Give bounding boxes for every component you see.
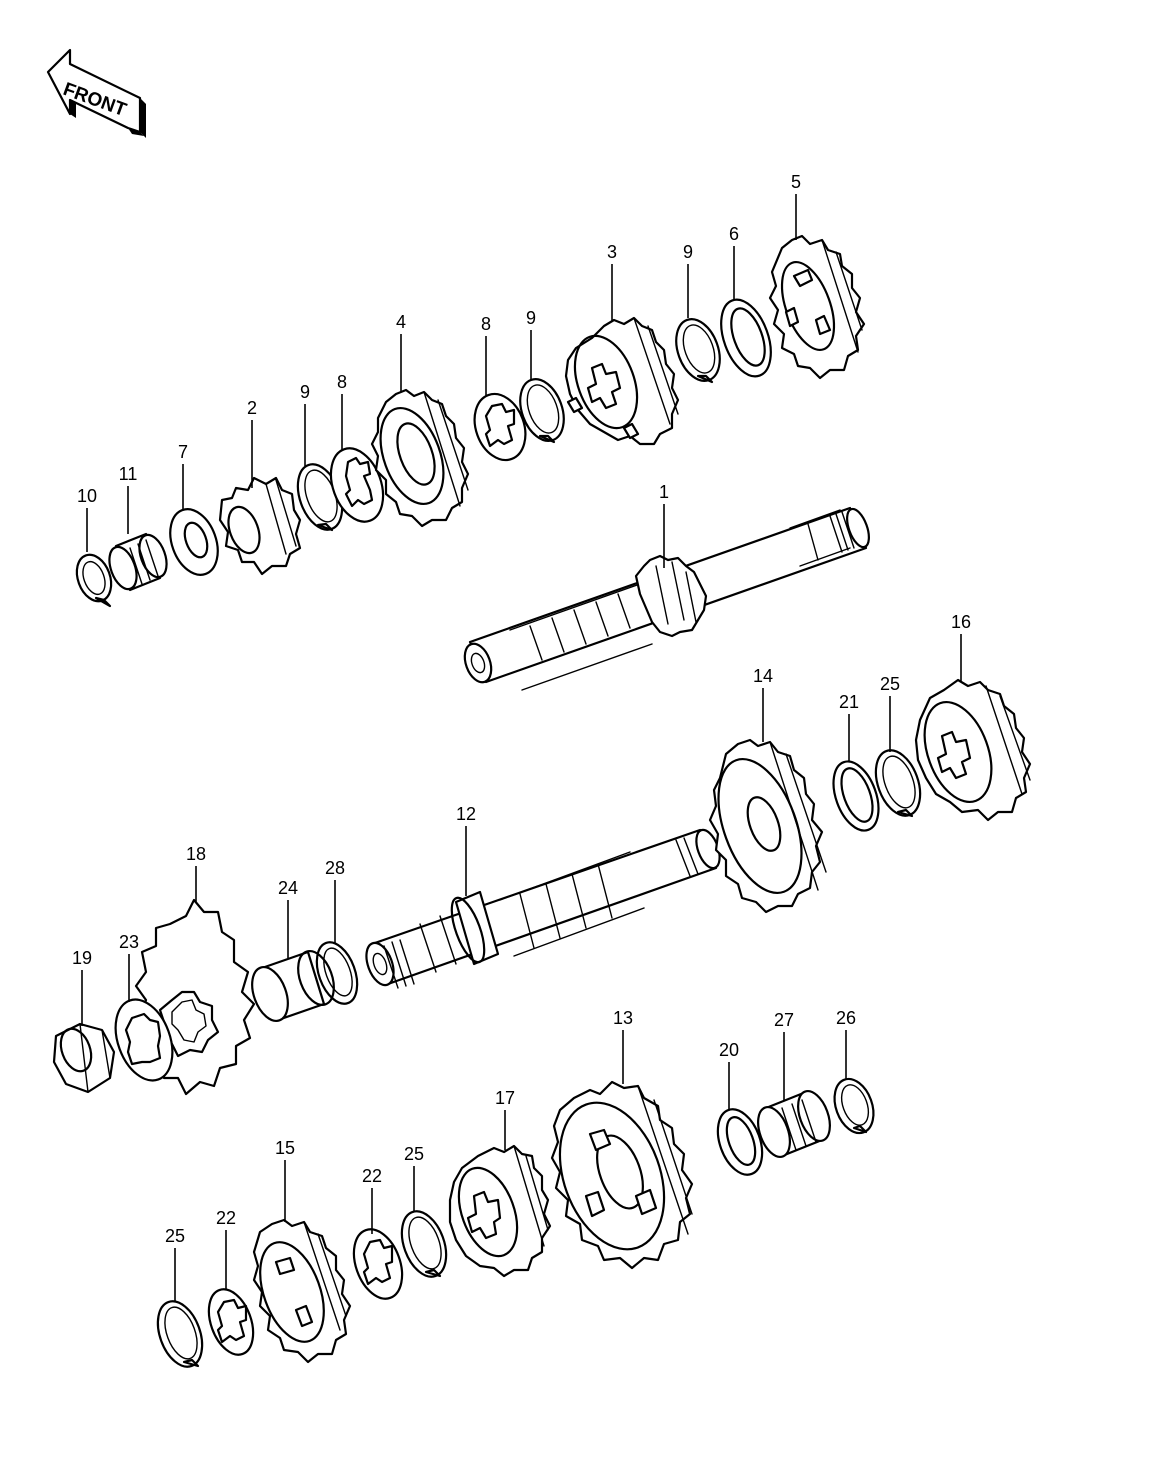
- part-22a-splined-washer: [352, 1228, 404, 1300]
- label-part-22a: 22: [362, 1166, 382, 1186]
- label-part-8b: 8: [481, 314, 491, 334]
- part-28-circlip: [315, 941, 359, 1005]
- part-4-gear: [370, 388, 470, 528]
- part-6-washer: [720, 298, 772, 378]
- part-16-gear: [914, 678, 1032, 822]
- label-part-28: 28: [325, 858, 345, 878]
- label-part-23: 23: [119, 932, 139, 952]
- part-25b-circlip: [400, 1210, 448, 1278]
- part-5-gear: [768, 234, 866, 380]
- label-part-25a: 25: [880, 674, 900, 694]
- label-part-6: 6: [729, 224, 739, 244]
- part-12-output-shaft: [365, 828, 721, 989]
- label-part-22b: 22: [216, 1208, 236, 1228]
- label-part-7: 7: [178, 442, 188, 462]
- label-part-19: 19: [72, 948, 92, 968]
- part-2-gear: [218, 476, 302, 576]
- label-part-14: 14: [753, 666, 773, 686]
- label-part-12: 12: [456, 804, 476, 824]
- part-10-circlip: [75, 553, 113, 608]
- label-part-4: 4: [396, 312, 406, 332]
- part-21-washer: [832, 760, 880, 832]
- label-part-25b: 25: [404, 1144, 424, 1164]
- label-part-9b: 9: [526, 308, 536, 328]
- part-25a-circlip: [874, 749, 922, 818]
- part-3-gear: [564, 316, 680, 446]
- part-19-nut: [52, 1022, 116, 1094]
- label-part-24: 24: [278, 878, 298, 898]
- part-labels: 1 2 3 4 5 6 7 8 8 9 9 9 10 11 12 13 14: [72, 172, 971, 1302]
- part-20-washer: [716, 1108, 764, 1176]
- part-1-gear: [634, 554, 708, 638]
- label-part-26: 26: [836, 1008, 856, 1028]
- label-part-1: 1: [659, 482, 669, 502]
- label-part-9a: 9: [300, 382, 310, 402]
- part-7-washer: [169, 508, 219, 576]
- label-part-13: 13: [613, 1008, 633, 1028]
- label-part-15: 15: [275, 1138, 295, 1158]
- part-15-gear: [252, 1218, 352, 1364]
- label-part-10: 10: [77, 486, 97, 506]
- label-part-2: 2: [247, 398, 257, 418]
- label-part-9c: 9: [683, 242, 693, 262]
- label-part-18: 18: [186, 844, 206, 864]
- part-8b-splined-washer: [473, 392, 527, 462]
- label-part-8a: 8: [337, 372, 347, 392]
- part-24-collar: [251, 950, 335, 1022]
- label-part-21: 21: [839, 692, 859, 712]
- label-part-5: 5: [791, 172, 801, 192]
- label-part-16: 16: [951, 612, 971, 632]
- part-17-gear: [448, 1144, 552, 1278]
- part-27-needle-bearing: [757, 1090, 831, 1158]
- label-part-11: 11: [119, 464, 138, 484]
- label-part-20: 20: [719, 1040, 739, 1060]
- label-part-3: 3: [607, 242, 617, 262]
- part-14-gear: [708, 738, 827, 914]
- part-8a-splined-washer: [329, 447, 385, 523]
- part-9b-circlip: [519, 378, 565, 444]
- part-11-needle-bearing: [108, 532, 168, 592]
- part-22b-splined-washer: [207, 1288, 255, 1356]
- part-25c-circlip: [156, 1300, 204, 1368]
- label-part-17: 17: [495, 1088, 515, 1108]
- part-26-circlip: [833, 1077, 875, 1135]
- front-arrow-icon: FRONT: [46, 48, 146, 138]
- part-13-gear: [550, 1080, 694, 1270]
- label-part-25c: 25: [165, 1226, 185, 1246]
- part-9c-circlip: [675, 318, 721, 384]
- part-23-lockwasher: [114, 998, 174, 1082]
- label-part-27: 27: [774, 1010, 794, 1030]
